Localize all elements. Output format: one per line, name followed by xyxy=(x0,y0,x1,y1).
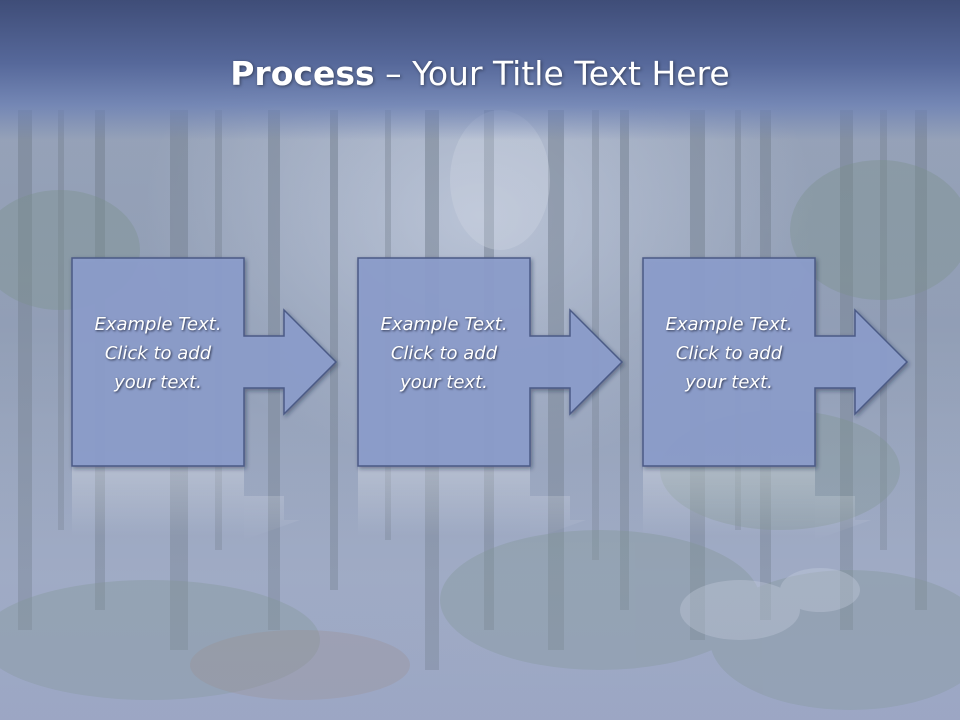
step-2-line-1: Example Text. xyxy=(380,314,508,335)
step-2-reflection xyxy=(358,466,586,540)
step-2-text[interactable]: Example Text. Click to add your text. xyxy=(358,310,530,397)
step-2-line-3: your text. xyxy=(400,372,488,393)
step-2-line-2: Click to add xyxy=(390,343,498,364)
step-1-line-3: your text. xyxy=(114,372,202,393)
title-bold-part: Process xyxy=(230,54,375,93)
step-3-text[interactable]: Example Text. Click to add your text. xyxy=(643,310,815,397)
step-3-reflection xyxy=(643,466,871,540)
step-1-text[interactable]: Example Text. Click to add your text. xyxy=(72,310,244,397)
step-1-line-2: Click to add xyxy=(104,343,212,364)
step-1-reflection xyxy=(72,466,300,540)
step-3-arrow-box[interactable] xyxy=(642,257,909,467)
step-1-line-1: Example Text. xyxy=(94,314,222,335)
step-3-line-2: Click to add xyxy=(675,343,783,364)
step-3-line-3: your text. xyxy=(685,372,773,393)
step-2-arrow-box[interactable] xyxy=(357,257,624,467)
step-3-line-1: Example Text. xyxy=(665,314,793,335)
slide-title[interactable]: Process – Your Title Text Here xyxy=(0,52,960,96)
title-rest-part: – Your Title Text Here xyxy=(374,54,730,93)
step-1-arrow-box[interactable] xyxy=(71,257,338,467)
title-band xyxy=(0,0,960,140)
